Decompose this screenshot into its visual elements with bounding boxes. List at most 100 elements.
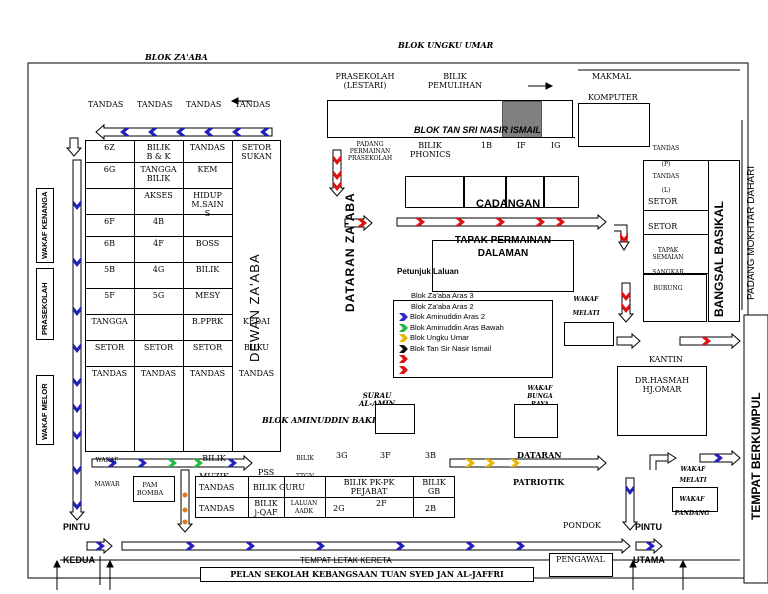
route-chevron-blue bbox=[176, 128, 186, 136]
legend-item: Blok Za'aba Aras 2 bbox=[399, 302, 549, 313]
route-chevron-red bbox=[535, 218, 545, 226]
arrow-to-kantin bbox=[616, 332, 641, 350]
route-chevron-green bbox=[167, 459, 177, 467]
label-pondok: PONDOK bbox=[563, 521, 601, 530]
legend-arrow-icon bbox=[399, 323, 408, 332]
arrow-down-small bbox=[65, 137, 83, 157]
route-chevron-blue bbox=[713, 454, 723, 462]
zaaba-col-divider bbox=[232, 140, 233, 452]
zaaba-room: TANDAS bbox=[189, 369, 226, 378]
legend-item bbox=[399, 354, 549, 365]
zaaba-row-divider bbox=[85, 262, 232, 263]
zaaba-room: SETOR bbox=[94, 343, 125, 352]
route-chevron-blue bbox=[73, 343, 81, 353]
zaaba-room: 5F bbox=[104, 291, 115, 300]
arrow-pintu-kedua bbox=[86, 537, 113, 555]
route-chevron-blue bbox=[204, 128, 214, 136]
label-dataran-zaaba: DATARAN ZA'ABA bbox=[343, 192, 357, 312]
zaaba-room: TANDAS bbox=[91, 369, 128, 378]
legend-item: Blok Aminuddin Aras Bawah bbox=[399, 323, 549, 334]
zaaba-row-divider bbox=[85, 162, 232, 163]
tandas-setor-block bbox=[643, 160, 709, 274]
legend-arrow-icon bbox=[399, 355, 408, 363]
route-chevron-blue bbox=[232, 128, 242, 136]
aminuddin-div-3 bbox=[325, 476, 326, 518]
legend-item: Blok Tan Sir Nasir Ismail bbox=[399, 344, 549, 355]
label-bilik-jqaf: BILIK j-QAF bbox=[254, 499, 278, 517]
corridor-arrow-top bbox=[95, 123, 273, 141]
aminuddin-div-1 bbox=[248, 476, 249, 518]
route-chevron-green bbox=[107, 459, 117, 467]
label-pintu-kedua-2: KEDUA bbox=[63, 555, 96, 565]
bilik-pemulihan-room bbox=[340, 84, 392, 97]
zaaba-room: KEM bbox=[197, 165, 218, 174]
zaaba-room: BILIK B & K bbox=[146, 143, 171, 161]
zaaba-room: SETOR bbox=[143, 343, 174, 352]
route-chevron-blue bbox=[245, 542, 255, 550]
zaaba-row-divider bbox=[85, 214, 232, 215]
zaaba-col-divider bbox=[134, 140, 135, 452]
bend-arrow-2-fill bbox=[650, 455, 670, 470]
label-pintu-kedua-1: PINTU bbox=[63, 522, 90, 532]
route-chevron-blue bbox=[626, 485, 634, 495]
label-pelan: PELAN SEKOLAH KEBANGSAAN TUAN SYED JAN A… bbox=[230, 569, 504, 579]
zaaba-row-divider bbox=[85, 314, 232, 315]
legend-item-label: Blok Za'aba Aras 3 bbox=[411, 291, 474, 300]
label-bilik-pemulihan: BILIK PEMULIHAN bbox=[427, 72, 483, 90]
zaaba-row-divider bbox=[85, 188, 232, 189]
label-pam-bomba: PAM BOMBA bbox=[136, 481, 164, 497]
label-wakaf-kenanga: WAKAF KENANGA bbox=[40, 191, 49, 260]
legend-item: Blok Ungku Umar bbox=[399, 333, 549, 344]
legend-item-label: Blok Aminuddin Aras Bawah bbox=[410, 322, 504, 332]
cadangan-div-3 bbox=[543, 176, 545, 208]
route-chevron-green bbox=[193, 459, 203, 467]
label-pss: PSS bbox=[258, 468, 275, 477]
route-chevron-yellow bbox=[485, 459, 495, 467]
route-chevron-blue bbox=[73, 430, 81, 440]
legend-arrow-icon bbox=[399, 344, 408, 353]
label-prasekolah: PRASEKOLAH bbox=[40, 282, 49, 335]
cadangan-div-2 bbox=[505, 176, 507, 208]
label-dewan-zaaba: DEWAN ZA'ABA bbox=[247, 253, 262, 362]
label-wakaf-mawar: WAKAF MAWAR bbox=[94, 457, 120, 488]
route-chevron-red bbox=[455, 218, 465, 226]
label-wakaf-melati-1: WAKAF MELATI bbox=[572, 296, 600, 317]
zaaba-room: BOSS bbox=[195, 239, 220, 248]
zaaba-top-toilet: TANDAS bbox=[137, 100, 173, 109]
label-blok-tan-sri: BLOK TAN SRI NASIR ISMAIL bbox=[414, 125, 541, 135]
divider-setor-2 bbox=[643, 234, 709, 235]
arrow-vertical-orange bbox=[176, 469, 194, 533]
legend-item-label: Blok Tan Sir Nasir Ismail bbox=[410, 343, 492, 353]
label-1f: IF bbox=[517, 141, 526, 150]
zaaba-room: 5G bbox=[152, 291, 165, 300]
corridor-arrow-left bbox=[68, 159, 86, 521]
route-dot-orange bbox=[182, 492, 188, 498]
route-chevron-red bbox=[333, 170, 341, 180]
route-chevron-red bbox=[333, 181, 341, 191]
legend-item bbox=[399, 365, 549, 376]
bunga-raya-box bbox=[514, 404, 558, 438]
label-tandas-a: TANDAS bbox=[199, 483, 235, 492]
label-pintu-utama-1: PINTU bbox=[635, 522, 662, 532]
label-3b: 3B bbox=[425, 451, 436, 460]
sangkar-burung-box bbox=[643, 274, 707, 322]
label-komputer: KOMPUTER bbox=[588, 93, 638, 102]
cadangan-div-1 bbox=[463, 176, 465, 208]
bend-arrow-head bbox=[618, 241, 630, 251]
label-bilik-pkpk: BILIK PK-PK PEJABAT bbox=[343, 478, 395, 496]
bend-arrow-2-head bbox=[667, 452, 677, 464]
zaaba-top-toilet: TANDAS bbox=[186, 100, 222, 109]
route-chevron-blue bbox=[73, 377, 81, 387]
label-makmal: MAKMAL bbox=[592, 72, 632, 81]
label-tandas-p: TANDAS (P) bbox=[652, 145, 680, 168]
entrance-arrows bbox=[53, 559, 687, 590]
arrow-vertical-right bbox=[617, 282, 635, 323]
zaaba-room: TANGGA bbox=[91, 317, 128, 326]
label-tapak-semaian: TAPAK SEMAIAN bbox=[652, 247, 684, 261]
label-1b: 1B bbox=[481, 141, 492, 150]
label-tandas-b: TANDAS bbox=[199, 504, 235, 513]
label-bilik-gb: BILIK GB bbox=[422, 478, 446, 496]
label-prasekolah-lestari: PRASEKOLAH (LESTARI) bbox=[335, 72, 395, 90]
arrow-small-right bbox=[344, 214, 373, 232]
